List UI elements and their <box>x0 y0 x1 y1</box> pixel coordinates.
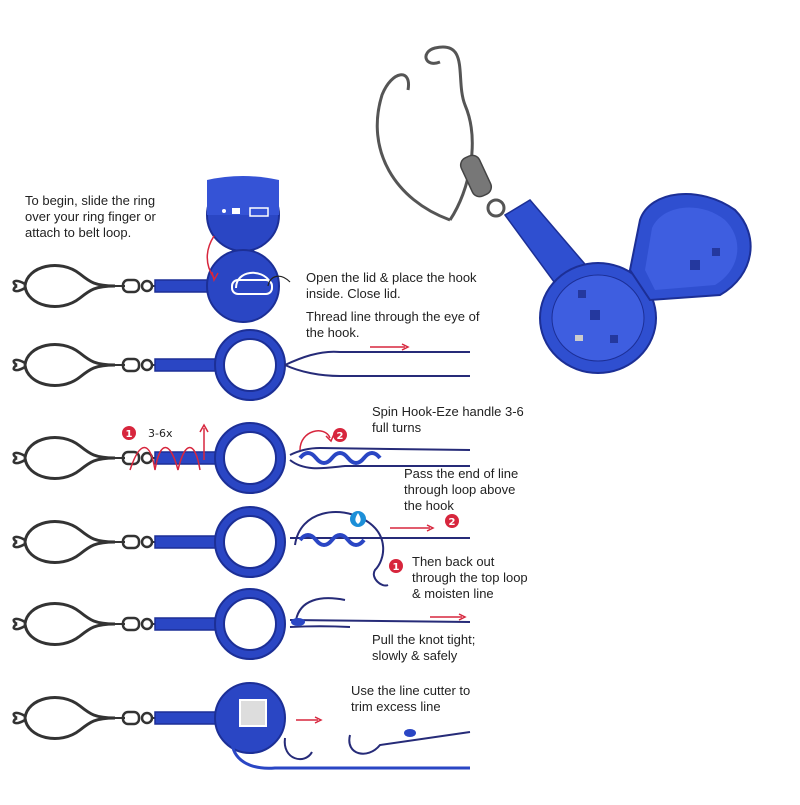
step-cut-illustration <box>12 682 471 770</box>
svg-text:1: 1 <box>126 429 133 440</box>
step-pull-text: Pull the knot tight; slowly & safely <box>372 632 476 663</box>
step-back-out-text: Then back out through the top loop & moi… <box>412 554 528 601</box>
step-spin-text: Spin Hook-Eze handle 3-6 full turns <box>372 404 524 435</box>
step-thread-illustration <box>12 329 470 401</box>
step-pass-text: Pass the end of line through loop above … <box>404 466 519 513</box>
credit-text: © ANDY STEER <box>160 730 204 737</box>
marker-step-2-spin: 2 <box>333 428 347 442</box>
turns-label: 3-6x <box>148 427 173 440</box>
step-pull-illustration <box>12 588 471 660</box>
svg-text:2: 2 <box>337 431 344 442</box>
droplet-icon <box>350 511 366 527</box>
step-pass-illustration <box>12 506 470 587</box>
svg-text:1: 1 <box>393 562 400 573</box>
step-thread-text: Thread line through the eye of the hook. <box>306 309 480 340</box>
svg-text:2: 2 <box>449 517 456 528</box>
product-illustration <box>375 45 752 374</box>
intro-text: To begin, slide the ring over your ring … <box>25 193 156 240</box>
step-spin-illustration <box>12 422 471 494</box>
step-open-lid-illustration <box>12 176 291 323</box>
step-open-lid-text: Open the lid & place the hook inside. Cl… <box>306 270 477 301</box>
marker-step-2-pass: 2 <box>445 514 459 528</box>
marker-step-1-back-out: 1 <box>389 559 403 573</box>
step-cut-text: Use the line cutter to trim excess line <box>351 683 471 714</box>
marker-step-1-spin: 1 <box>122 426 136 440</box>
